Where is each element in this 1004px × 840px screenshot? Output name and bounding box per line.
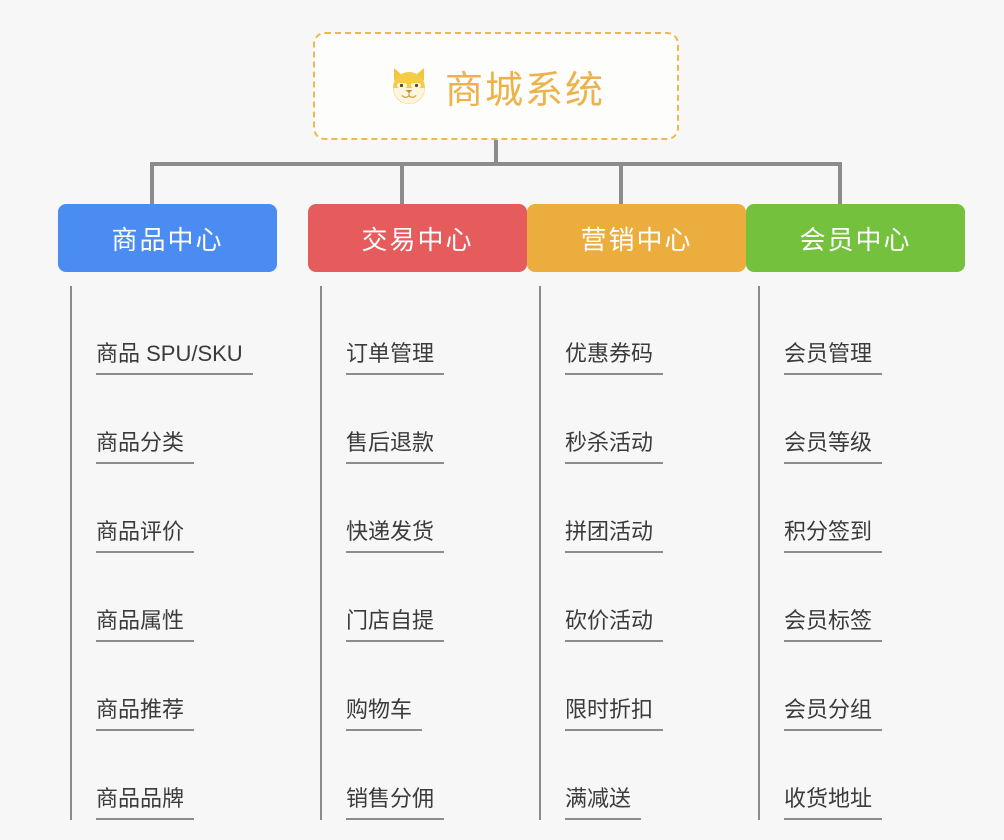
shiba-dog-face-icon (387, 64, 431, 108)
list-item[interactable]: 商品分类 (72, 375, 277, 464)
connector-root-stem (494, 140, 498, 164)
list-item[interactable]: 销售分佣 (322, 731, 527, 820)
branch-header-2[interactable]: 交易中心 (308, 204, 527, 272)
branch-header-3[interactable]: 营销中心 (527, 204, 746, 272)
branch-header-1[interactable]: 商品中心 (58, 204, 277, 272)
list-item-label: 商品推荐 (96, 696, 195, 731)
connector-drop-1 (150, 162, 154, 204)
list-item-label: 秒杀活动 (565, 429, 664, 464)
connector-drop-4 (838, 162, 842, 204)
list-item-label: 门店自提 (346, 607, 445, 642)
branch-header-4[interactable]: 会员中心 (746, 204, 965, 272)
list-item[interactable]: 会员管理 (760, 286, 965, 375)
list-item-label: 会员等级 (784, 429, 883, 464)
list-item-label: 快递发货 (346, 518, 445, 553)
branch-spine (320, 286, 322, 820)
branch-header-label: 会员中心 (799, 224, 912, 255)
branch-items-4: 会员管理 会员等级 积分签到 会员标签 会员分组 收货地址 (746, 286, 965, 820)
list-item[interactable]: 商品推荐 (72, 642, 277, 731)
list-item[interactable]: 购物车 (322, 642, 527, 731)
list-item-label: 拼团活动 (565, 518, 664, 553)
connector-horizontal-bus (150, 162, 840, 166)
list-item-label: 商品评价 (96, 518, 195, 553)
branch-spine (70, 286, 72, 820)
list-item[interactable]: 满减送 (541, 731, 746, 820)
list-item-label: 限时折扣 (565, 696, 664, 731)
branch-header-label: 商品中心 (111, 224, 224, 255)
list-item-label: 商品分类 (96, 429, 195, 464)
list-item-label: 销售分佣 (346, 785, 445, 820)
branch-column-1: 商品中心 商品 SPU/SKU 商品分类 商品评价 商品属性 商品推荐 商品品牌 (58, 204, 277, 820)
list-item-label: 商品属性 (96, 607, 195, 642)
list-item[interactable]: 商品评价 (72, 464, 277, 553)
list-item[interactable]: 订单管理 (322, 286, 527, 375)
list-item[interactable]: 秒杀活动 (541, 375, 746, 464)
branch-column-3: 营销中心 优惠券码 秒杀活动 拼团活动 砍价活动 限时折扣 满减送 (527, 204, 746, 820)
connector-drop-3 (619, 162, 623, 204)
list-item[interactable]: 积分签到 (760, 464, 965, 553)
list-item[interactable]: 会员分组 (760, 642, 965, 731)
root-node-title: 商城系统 (444, 69, 605, 112)
list-item[interactable]: 会员标签 (760, 553, 965, 642)
list-item[interactable]: 商品 SPU/SKU (72, 286, 277, 375)
list-item[interactable]: 收货地址 (760, 731, 965, 820)
list-item-label: 购物车 (346, 696, 423, 731)
list-item-label: 会员管理 (784, 340, 883, 375)
connector-drop-2 (400, 162, 404, 204)
list-item-label: 售后退款 (346, 429, 445, 464)
list-item[interactable]: 商品属性 (72, 553, 277, 642)
list-item-label: 会员分组 (784, 696, 883, 731)
branch-items-3: 优惠券码 秒杀活动 拼团活动 砍价活动 限时折扣 满减送 (527, 286, 746, 820)
list-item-label: 订单管理 (346, 340, 445, 375)
list-item[interactable]: 门店自提 (322, 553, 527, 642)
list-item-label: 收货地址 (784, 785, 883, 820)
list-item[interactable]: 售后退款 (322, 375, 527, 464)
list-item-label: 商品 SPU/SKU (96, 340, 253, 375)
list-item[interactable]: 限时折扣 (541, 642, 746, 731)
list-item[interactable]: 砍价活动 (541, 553, 746, 642)
branch-header-label: 交易中心 (361, 224, 474, 255)
list-item-label: 砍价活动 (565, 607, 664, 642)
list-item[interactable]: 优惠券码 (541, 286, 746, 375)
list-item[interactable]: 商品品牌 (72, 731, 277, 820)
list-item[interactable]: 会员等级 (760, 375, 965, 464)
branch-header-label: 营销中心 (580, 224, 693, 255)
branch-spine (539, 286, 541, 820)
list-item-label: 会员标签 (784, 607, 883, 642)
branch-items-1: 商品 SPU/SKU 商品分类 商品评价 商品属性 商品推荐 商品品牌 (58, 286, 277, 820)
branch-items-2: 订单管理 售后退款 快递发货 门店自提 购物车 销售分佣 (308, 286, 527, 820)
branch-spine (758, 286, 760, 820)
list-item[interactable]: 快递发货 (322, 464, 527, 553)
list-item-label: 积分签到 (784, 518, 883, 553)
root-node-card[interactable]: 商城系统 (313, 32, 679, 140)
branch-column-2: 交易中心 订单管理 售后退款 快递发货 门店自提 购物车 销售分佣 (308, 204, 527, 820)
branch-column-4: 会员中心 会员管理 会员等级 积分签到 会员标签 会员分组 收货地址 (746, 204, 965, 820)
list-item[interactable]: 拼团活动 (541, 464, 746, 553)
list-item-label: 满减送 (565, 785, 642, 820)
list-item-label: 优惠券码 (565, 340, 664, 375)
list-item-label: 商品品牌 (96, 785, 195, 820)
